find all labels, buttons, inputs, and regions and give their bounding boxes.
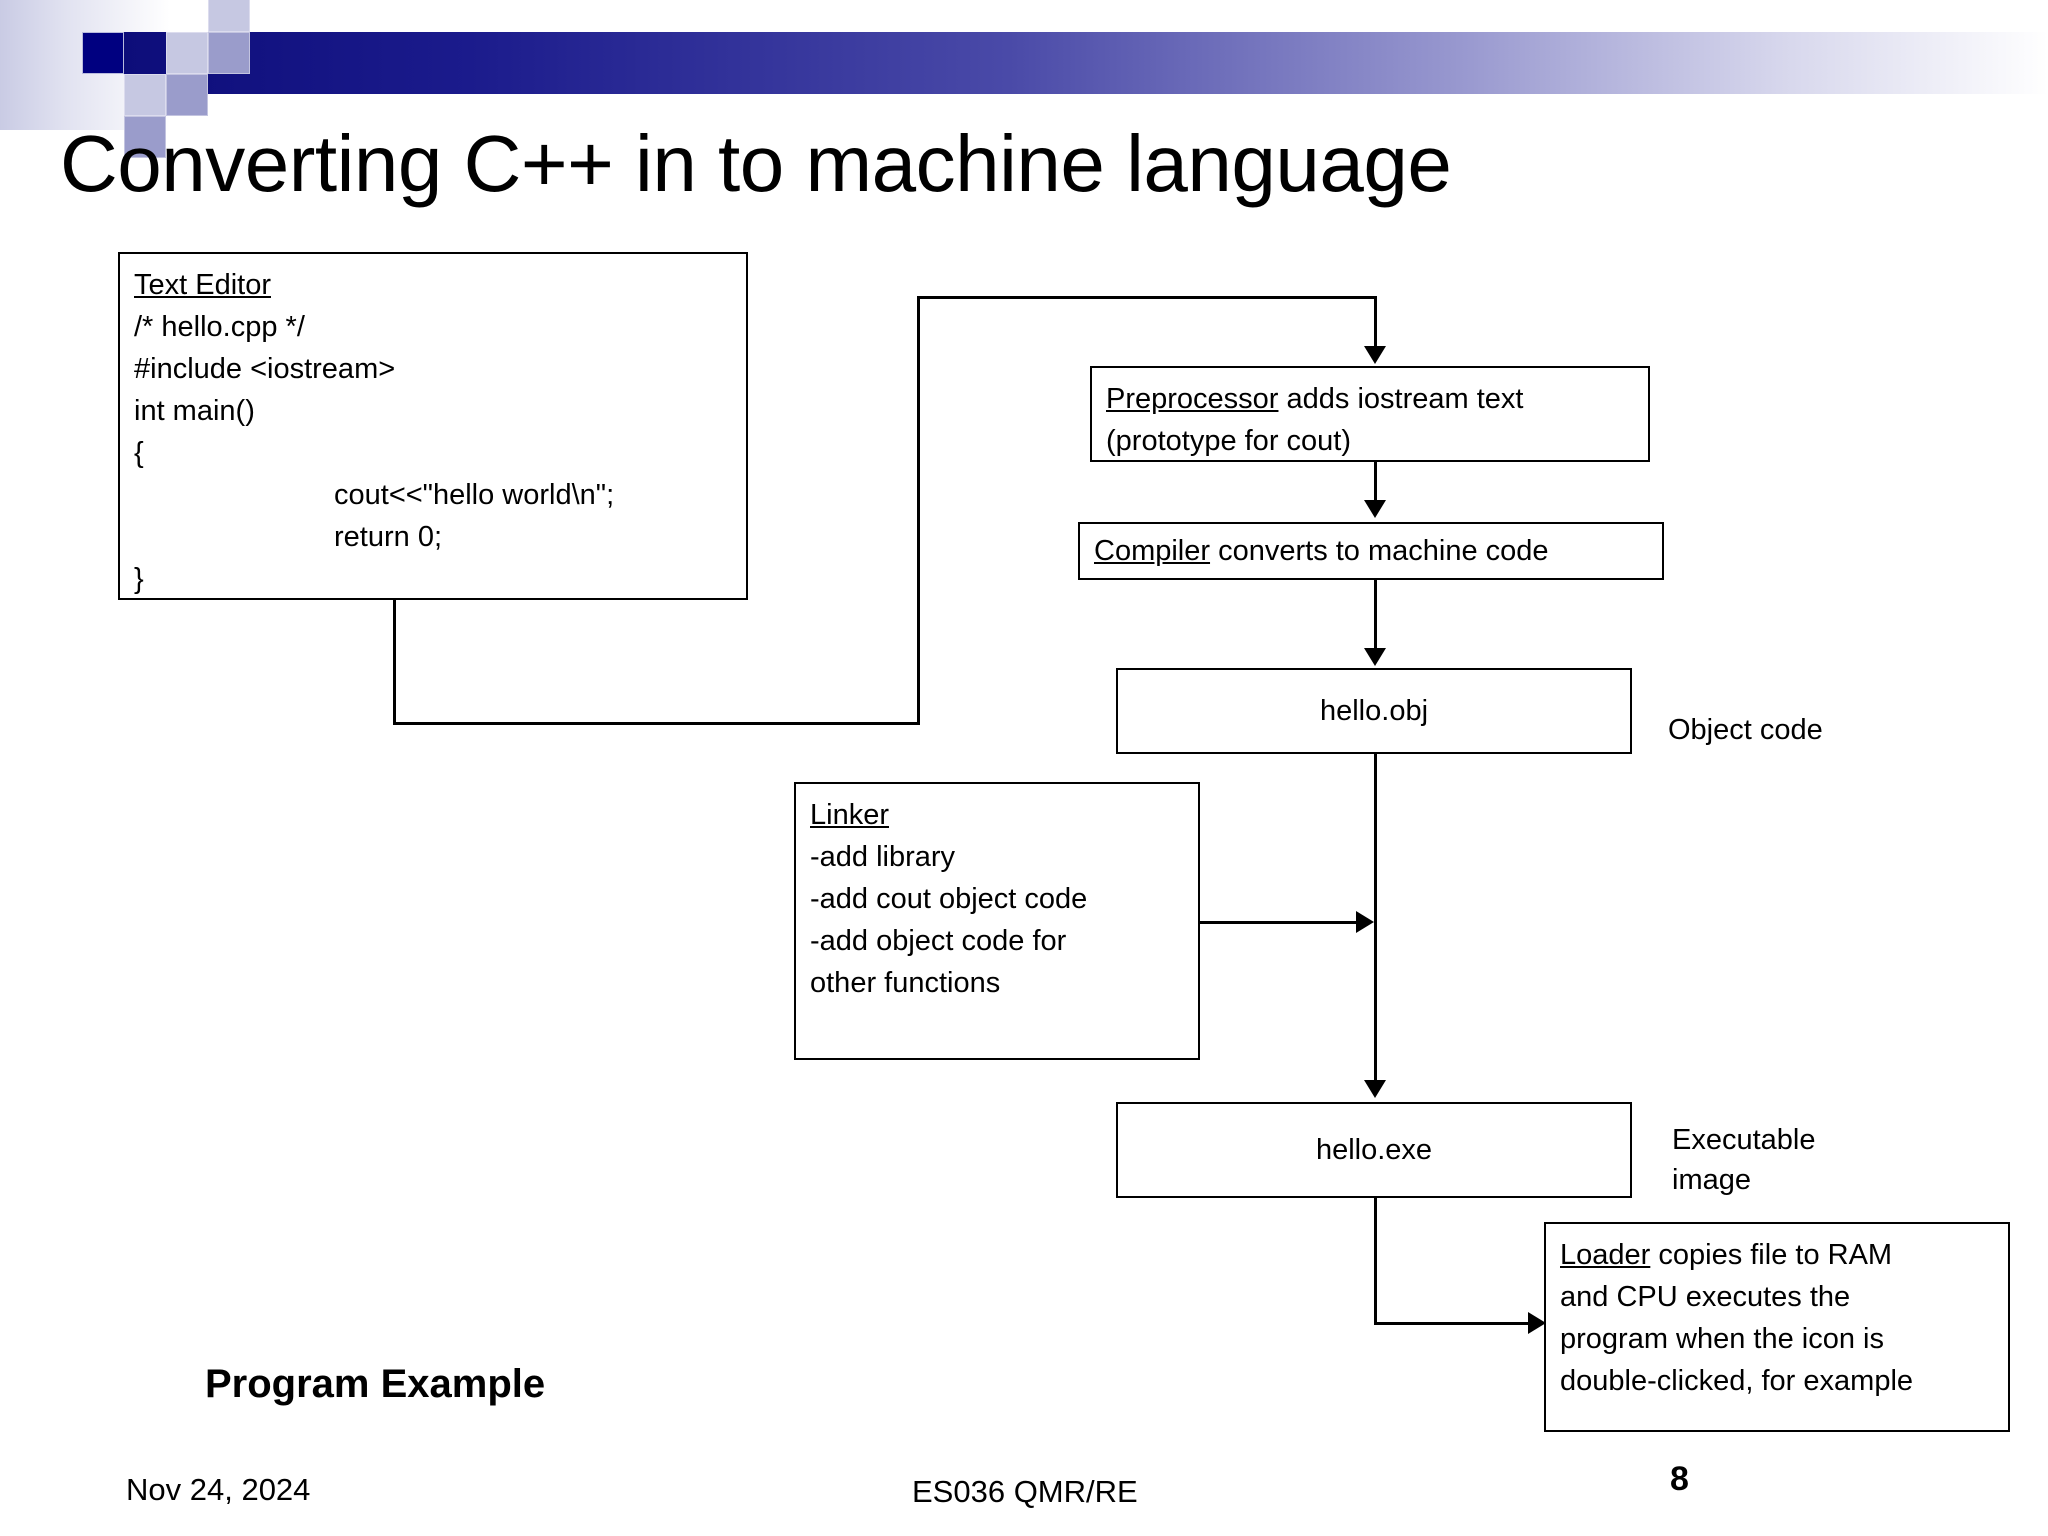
compiler-box: Compiler converts to machine code (1078, 522, 1664, 580)
code-line: { (134, 437, 144, 469)
hello-obj-box: hello.obj (1116, 668, 1632, 754)
loader-box: Loader copies file to RAM and CPU execut… (1544, 1222, 2010, 1432)
header-decoration (0, 0, 2048, 158)
preprocessor-rest: adds iostream text (1278, 383, 1524, 415)
header-square-mid-2 (166, 74, 208, 116)
header-square-dark (82, 32, 124, 74)
connector-obj-exe (1374, 754, 1377, 1082)
compiler-rest: converts to machine code (1210, 535, 1549, 567)
loader-line-1: Loader copies file to RAM (1560, 1234, 1994, 1276)
preprocessor-line-2: (prototype for cout) (1106, 425, 1351, 457)
connector-editor-top (917, 296, 1377, 299)
code-line: /* hello.cpp */ (134, 311, 305, 343)
object-code-label: Object code (1668, 714, 1823, 746)
arrowhead-exe-loader (1528, 1312, 1546, 1334)
compiler-keyword: Compiler (1094, 535, 1211, 567)
preprocessor-line-1: Preprocessor adds iostream text (1106, 378, 1634, 420)
arrowhead-obj-exe (1364, 1080, 1386, 1098)
connector-compiler-obj (1374, 580, 1377, 650)
header-square-light-top (208, 0, 250, 32)
code-line: cout<<"hello world\n"; (334, 479, 615, 511)
arrowhead-compiler-obj (1364, 648, 1386, 666)
header-square-mid-3 (124, 116, 166, 158)
footer-page-number: 8 (1670, 1460, 1689, 1498)
connector-editor-up (917, 296, 920, 724)
header-square-light-1 (166, 32, 208, 74)
text-editor-heading: Text Editor (134, 269, 271, 301)
connector-exe-down (1374, 1198, 1377, 1324)
header-square-light-2 (124, 74, 166, 116)
text-editor-box: Text Editor /* hello.cpp */ #include <io… (118, 252, 748, 600)
loader-rest: copies file to RAM (1650, 1239, 1893, 1271)
linker-line: -add object code for (810, 925, 1067, 957)
connector-exe-loader (1374, 1322, 1532, 1325)
code-line: return 0; (334, 521, 442, 553)
footer-course-code: ES036 QMR/RE (912, 1474, 1138, 1509)
linker-heading: Linker (810, 799, 889, 831)
code-line: } (134, 563, 144, 595)
program-example-label: Program Example (205, 1362, 546, 1406)
loader-line-3: program when the icon is (1560, 1323, 1884, 1355)
connector-preproc-compiler (1374, 462, 1377, 502)
arrowhead-linker (1356, 911, 1374, 933)
linker-box: Linker -add library -add cout object cod… (794, 782, 1200, 1060)
loader-line-4: double-clicked, for example (1560, 1365, 1914, 1397)
linker-line: other functions (810, 967, 1001, 999)
hello-exe-box: hello.exe (1116, 1102, 1632, 1198)
arrowhead-into-preprocessor (1364, 346, 1386, 364)
connector-editor-right (393, 722, 920, 725)
header-blue-band (124, 32, 2048, 94)
hello-obj-label: hello.obj (1319, 695, 1429, 727)
header-square-mid-1 (208, 32, 250, 74)
loader-keyword: Loader (1560, 1239, 1651, 1271)
preprocessor-keyword: Preprocessor (1106, 383, 1279, 415)
linker-line: -add library (810, 841, 956, 873)
connector-into-preprocessor (1374, 296, 1377, 348)
connector-linker-right (1200, 921, 1360, 924)
arrowhead-preproc-compiler (1364, 500, 1386, 518)
page-title: Converting C++ in to machine language (60, 119, 1452, 208)
footer-date: Nov 24, 2024 (126, 1472, 311, 1507)
compiler-line: Compiler converts to machine code (1094, 530, 1648, 572)
preprocessor-box: Preprocessor adds iostream text (prototy… (1090, 366, 1650, 462)
code-line: int main() (134, 395, 255, 427)
code-line: #include <iostream> (134, 353, 396, 385)
executable-image-label: Executable image (1672, 1124, 1816, 1196)
connector-editor-down (393, 600, 396, 724)
hello-exe-label: hello.exe (1315, 1134, 1433, 1166)
loader-line-2: and CPU executes the (1560, 1281, 1851, 1313)
linker-line: -add cout object code (810, 883, 1088, 915)
